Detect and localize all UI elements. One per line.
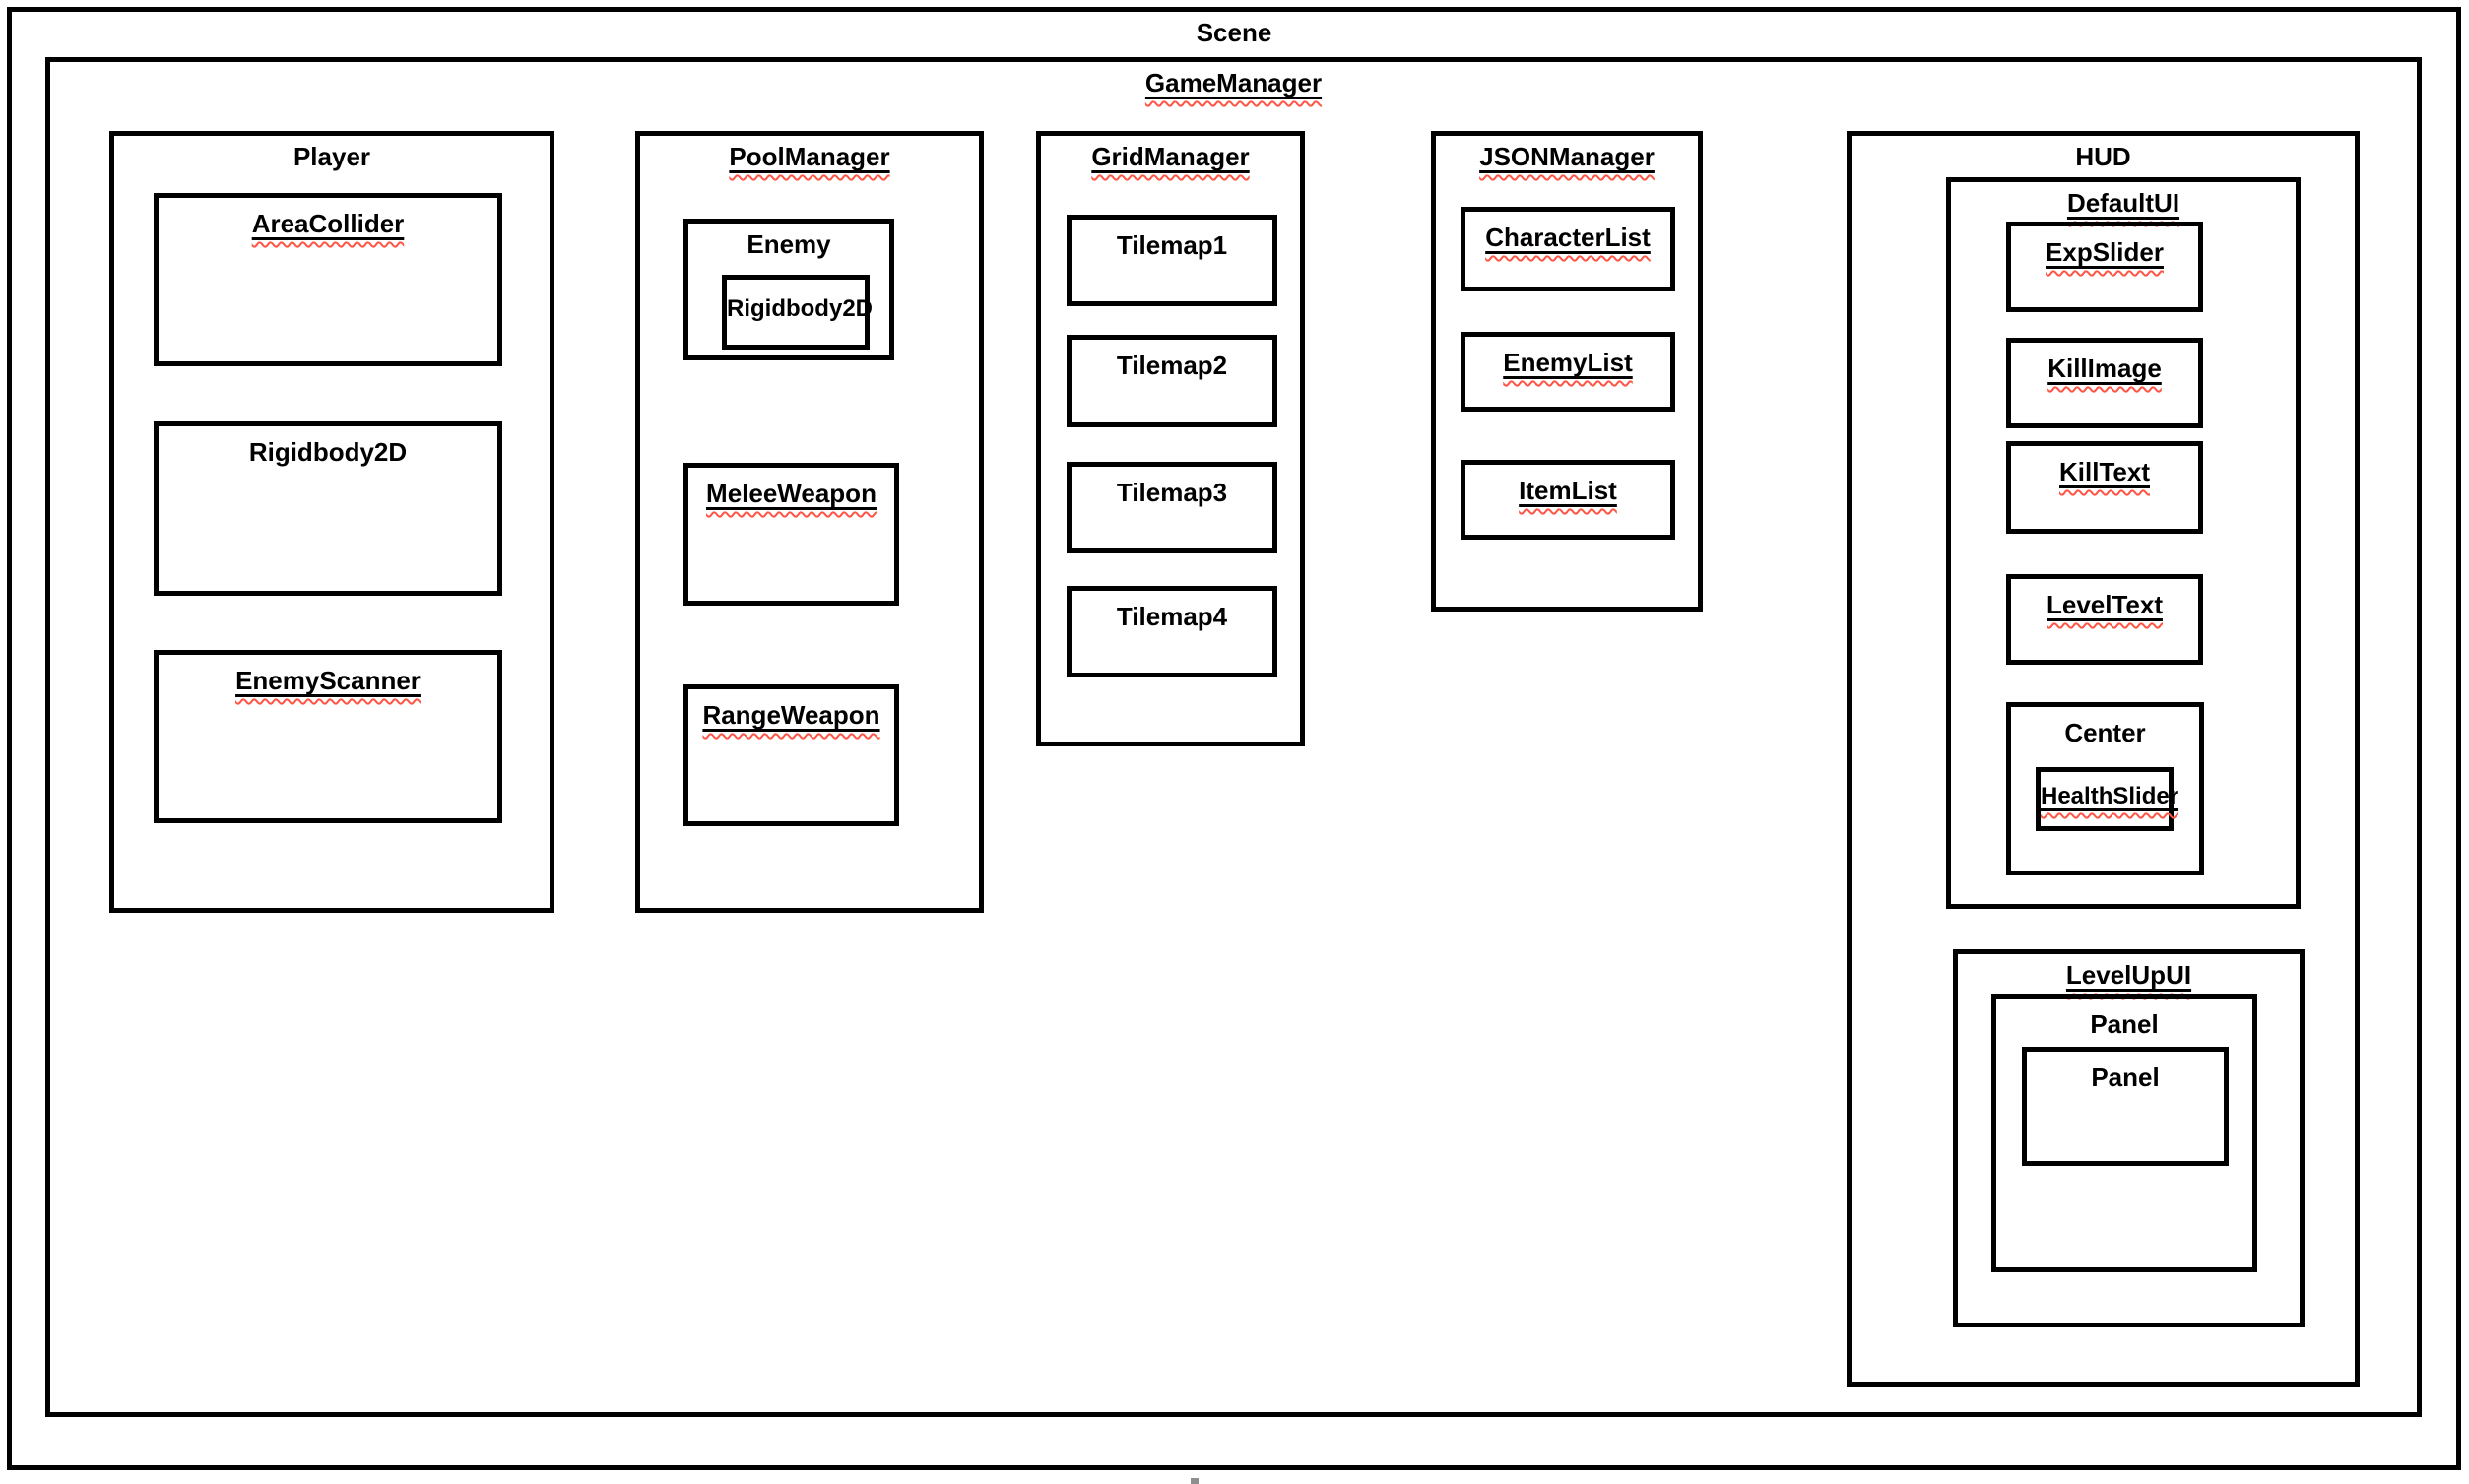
center-label-text: Center — [2064, 718, 2146, 747]
exp-slider-label-text: ExpSlider — [2046, 237, 2164, 267]
game-manager-label: GameManager — [50, 62, 2417, 98]
player-label-text: Player — [292, 142, 371, 171]
panel-inner-label-text: Panel — [2091, 1063, 2160, 1092]
area-collider-label: AreaCollider — [159, 198, 497, 239]
enemy-box: Enemy — [683, 219, 894, 360]
tilemap3-box: Tilemap3 — [1067, 462, 1277, 553]
level-up-ui-box: LevelUpUI — [1953, 949, 2305, 1327]
enemy-rigidbody2d-label-text: Rigidbody2D — [727, 295, 873, 322]
scene-label-text: Scene — [1196, 18, 1272, 47]
pool-manager-box: PoolManager — [635, 131, 984, 913]
json-manager-label-text: JSONManager — [1479, 142, 1655, 171]
pool-manager-label: PoolManager — [640, 136, 979, 172]
kill-image-label-text: KillImage — [2047, 354, 2162, 383]
default-ui-box: DefaultUI — [1946, 177, 2301, 909]
pool-manager-label-text: PoolManager — [729, 142, 890, 171]
tilemap1-box: Tilemap1 — [1067, 215, 1277, 306]
panel-outer-label-text: Panel — [2090, 1009, 2159, 1039]
health-slider-label-text: HealthSlider — [2041, 783, 2179, 809]
area-collider-label-text: AreaCollider — [251, 209, 405, 238]
tilemap4-label: Tilemap4 — [1072, 591, 1272, 632]
character-list-box: CharacterList — [1461, 207, 1675, 291]
character-list-label-text: CharacterList — [1485, 223, 1651, 252]
level-text-label: LevelText — [2011, 579, 2198, 620]
enemy-list-box: EnemyList — [1461, 332, 1675, 412]
enemy-rigidbody2d-box: Rigidbody2D — [722, 275, 873, 350]
player-label: Player — [114, 136, 550, 172]
tilemap3-label: Tilemap3 — [1072, 467, 1272, 508]
health-slider-box: HealthSlider — [2036, 767, 2178, 831]
item-list-label: ItemList — [1465, 465, 1670, 506]
scene-label: Scene — [12, 12, 2456, 48]
tilemap1-label-text: Tilemap1 — [1116, 230, 1228, 260]
scene-box: Scene — [7, 7, 2461, 1470]
kill-text-label-text: KillText — [2059, 457, 2150, 486]
melee-weapon-label: MeleeWeapon — [688, 468, 894, 509]
tilemap4-box: Tilemap4 — [1067, 586, 1277, 677]
enemy-list-label: EnemyList — [1465, 337, 1670, 378]
tilemap4-label-text: Tilemap4 — [1116, 602, 1228, 631]
level-up-ui-label-text: LevelUpUI — [2065, 960, 2192, 990]
tilemap1-label: Tilemap1 — [1072, 220, 1272, 261]
exp-slider-label: ExpSlider — [2011, 226, 2198, 268]
panel-inner-box: Panel — [2022, 1047, 2229, 1166]
level-up-ui-label: LevelUpUI — [1958, 954, 2300, 991]
player-rigidbody2d-box: Rigidbody2D — [154, 421, 502, 596]
json-manager-box: JSONManager — [1431, 131, 1703, 612]
enemy-label-text: Enemy — [747, 229, 831, 259]
hud-label-text: HUD — [2075, 142, 2131, 171]
game-manager-label-text: GameManager — [1144, 68, 1323, 97]
kill-image-label: KillImage — [2011, 343, 2198, 384]
kill-text-box: KillText — [2006, 441, 2203, 534]
enemy-scanner-label-text: EnemyScanner — [235, 666, 421, 695]
game-manager-box: GameManager — [45, 57, 2422, 1417]
grid-manager-label: GridManager — [1041, 136, 1300, 172]
tilemap2-box: Tilemap2 — [1067, 335, 1277, 427]
range-weapon-label: RangeWeapon — [688, 689, 894, 731]
stray-dot-mark — [1191, 1478, 1199, 1484]
area-collider-box: AreaCollider — [154, 193, 502, 366]
panel-outer-label: Panel — [1996, 999, 2252, 1040]
default-ui-label-text: DefaultUI — [2066, 188, 2180, 218]
melee-weapon-box: MeleeWeapon — [683, 463, 899, 606]
level-text-box: LevelText — [2006, 574, 2203, 665]
player-rigidbody2d-label-text: Rigidbody2D — [248, 437, 408, 467]
panel-outer-box: Panel — [1991, 994, 2257, 1272]
panel-inner-label: Panel — [2027, 1052, 2224, 1093]
kill-text-label: KillText — [2011, 446, 2198, 487]
level-text-label-text: LevelText — [2046, 590, 2163, 619]
health-slider-label: HealthSlider — [2041, 772, 2178, 810]
player-box: Player — [109, 131, 554, 913]
grid-manager-label-text: GridManager — [1091, 142, 1250, 171]
range-weapon-box: RangeWeapon — [683, 684, 899, 826]
hud-box: HUD — [1847, 131, 2360, 1387]
melee-weapon-label-text: MeleeWeapon — [706, 479, 877, 508]
item-list-label-text: ItemList — [1519, 476, 1617, 505]
tilemap3-label-text: Tilemap3 — [1116, 478, 1228, 507]
enemy-scanner-label: EnemyScanner — [159, 655, 497, 696]
item-list-box: ItemList — [1461, 460, 1675, 540]
player-rigidbody2d-label: Rigidbody2D — [159, 426, 497, 468]
json-manager-label: JSONManager — [1436, 136, 1698, 172]
exp-slider-box: ExpSlider — [2006, 222, 2203, 312]
character-list-label: CharacterList — [1465, 212, 1670, 253]
tilemap2-label-text: Tilemap2 — [1116, 351, 1228, 380]
center-box: Center — [2006, 702, 2204, 875]
tilemap2-label: Tilemap2 — [1072, 340, 1272, 381]
enemy-label: Enemy — [688, 224, 889, 260]
center-label: Center — [2011, 707, 2199, 748]
enemy-scanner-box: EnemyScanner — [154, 650, 502, 823]
range-weapon-label-text: RangeWeapon — [702, 700, 880, 730]
kill-image-box: KillImage — [2006, 338, 2203, 428]
enemy-list-label-text: EnemyList — [1503, 348, 1633, 377]
enemy-rigidbody2d-label: Rigidbody2D — [727, 280, 873, 323]
grid-manager-box: GridManager — [1036, 131, 1305, 746]
hud-label: HUD — [1852, 136, 2355, 172]
default-ui-label: DefaultUI — [1951, 182, 2296, 219]
